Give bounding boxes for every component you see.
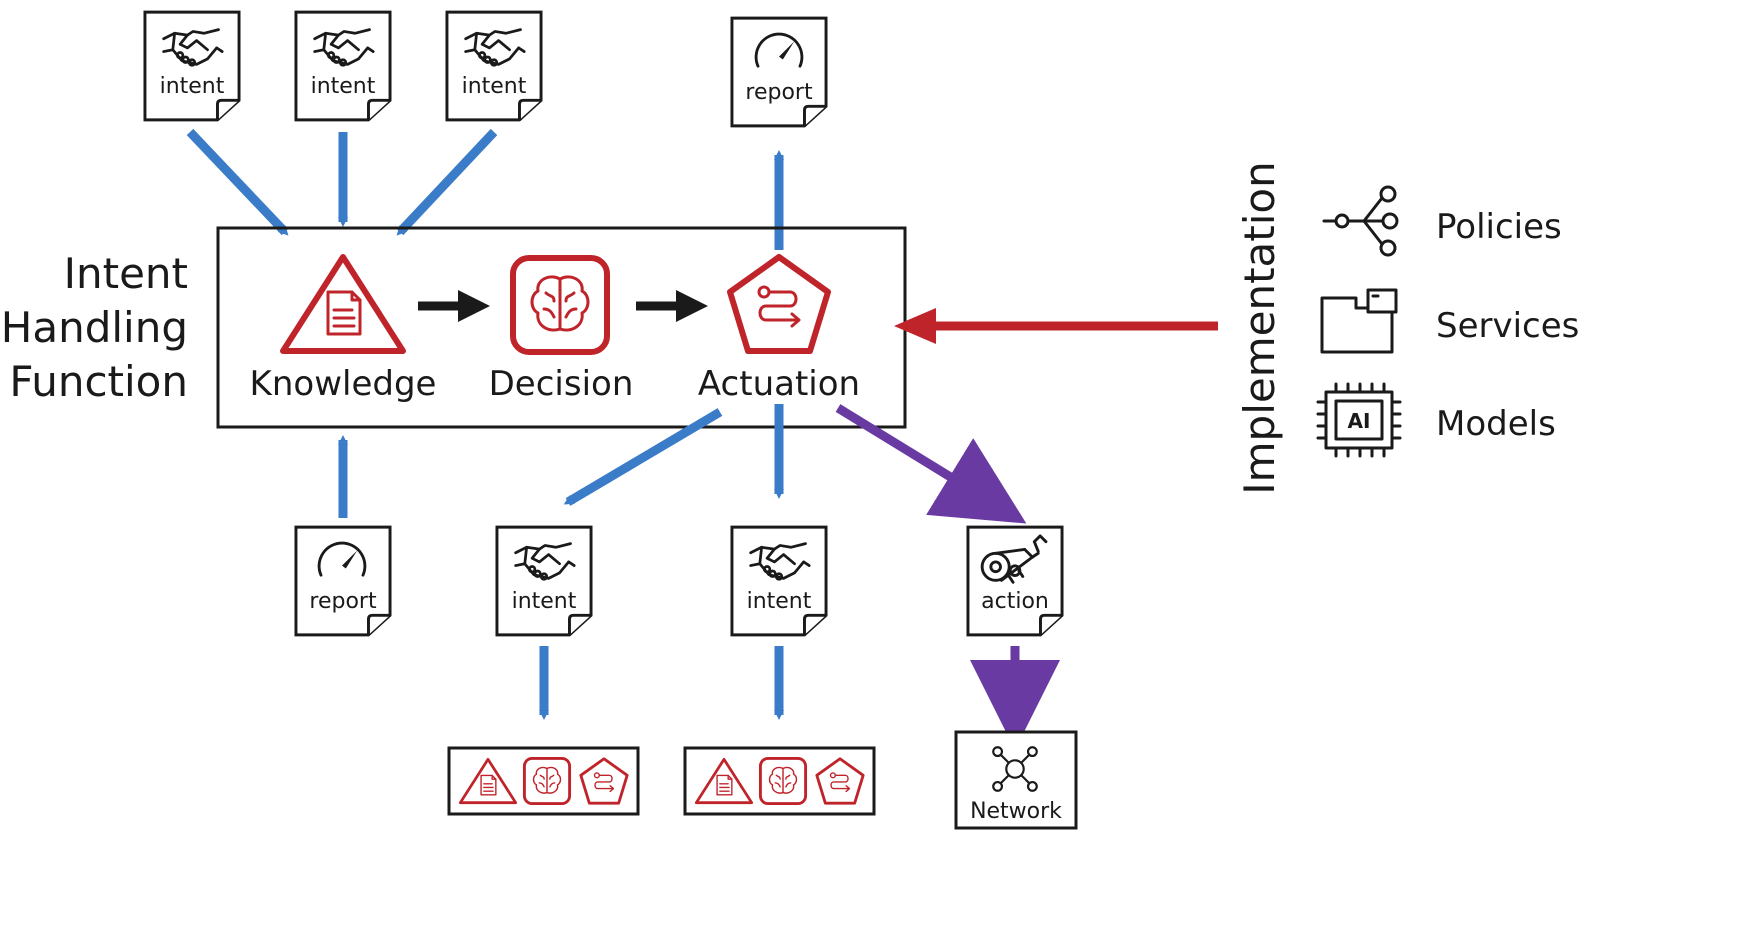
intent-label: intent — [747, 589, 812, 614]
decision-brain-icon — [513, 258, 607, 352]
top-intent-doc-2: intent — [294, 10, 392, 122]
intent-label: intent — [462, 74, 527, 99]
function-title: Intent Handling Function — [1, 249, 188, 406]
sub-function-box-1 — [447, 746, 640, 816]
services-window-icon — [1320, 288, 1398, 354]
top-intent-doc-1: intent — [143, 10, 241, 122]
report-label: report — [309, 589, 377, 614]
knowledge-triangle-icon — [283, 257, 403, 351]
bottom-intent-doc-1: intent — [495, 525, 593, 637]
implementation-item-models: Models — [1436, 404, 1556, 444]
bottom-report-doc: report — [294, 525, 392, 637]
knowledge-label: Knowledge — [250, 364, 437, 404]
policy-branch-icon — [1322, 185, 1399, 257]
ai-chip-text: AI — [1348, 409, 1371, 433]
intent-label: intent — [512, 589, 577, 614]
intent-label: intent — [311, 74, 376, 99]
sub-intent-arrow-1 — [563, 408, 723, 506]
intent-input-arrows — [186, 128, 498, 236]
decision-label: Decision — [489, 364, 634, 404]
function-title-line-3: Function — [9, 357, 188, 406]
function-title-line-2: Handling — [1, 303, 188, 352]
sub-function-box-2 — [683, 746, 876, 816]
report-label: report — [745, 80, 813, 105]
top-report-doc: report — [730, 16, 828, 128]
action-doc: action — [966, 525, 1064, 637]
implementation-item-policies: Policies — [1436, 207, 1562, 247]
implementation-item-services: Services — [1436, 306, 1579, 346]
intent-label: intent — [160, 74, 225, 99]
actuation-pentagon-icon — [730, 257, 828, 351]
action-label: action — [981, 589, 1049, 614]
function-title-line-1: Intent — [64, 249, 188, 298]
ai-chip-icon: AI — [1316, 382, 1402, 458]
top-intent-doc-3: intent — [445, 10, 543, 122]
stage-arrows — [418, 290, 708, 322]
network-label: Network — [970, 799, 1062, 824]
network-box: Network — [954, 730, 1078, 830]
implementation-arrow — [894, 308, 1218, 344]
action-arrow — [835, 404, 1027, 524]
implementation-title: Implementation — [1235, 161, 1284, 495]
actuation-label: Actuation — [698, 364, 860, 404]
bottom-intent-doc-2: intent — [730, 525, 828, 637]
